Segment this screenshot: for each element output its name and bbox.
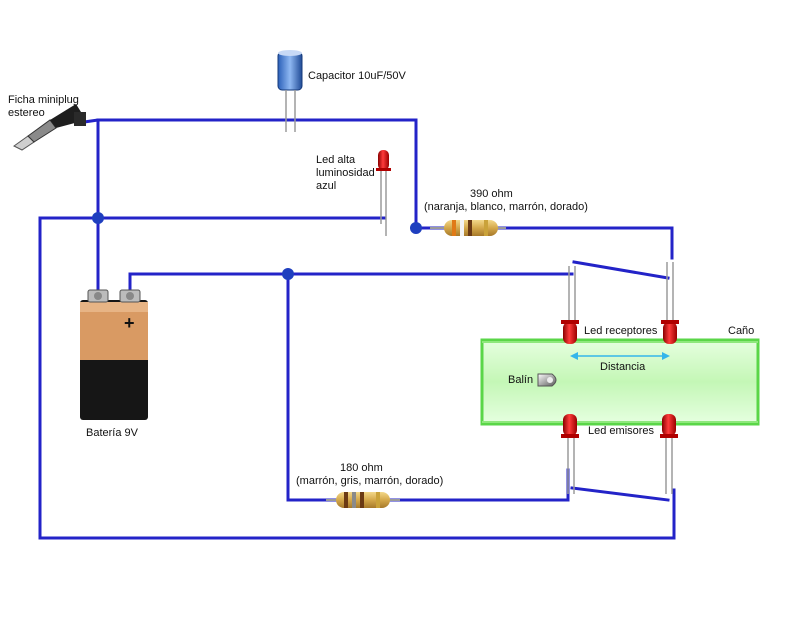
led-label-line1: Led alta (316, 154, 356, 166)
led-icon (376, 150, 391, 236)
wire-receivers-link (572, 260, 670, 280)
junction-dot (92, 212, 104, 224)
led-icon (561, 266, 579, 344)
pipe-label: Caño (728, 325, 755, 337)
junction-dot (282, 268, 294, 280)
resistor-icon (430, 220, 506, 236)
wire-outer-loop (38, 216, 676, 540)
capacitor-label: Capacitor 10uF/50V (308, 70, 406, 82)
resistor-icon (326, 492, 400, 508)
distance-arrow (570, 352, 670, 360)
receivers-label: Led receptores (584, 325, 658, 337)
miniplug-jack-icon (13, 104, 86, 151)
led-icon (561, 414, 579, 494)
wire-plug-to-capacitor (82, 118, 418, 230)
led-label-line2: luminosidad (316, 167, 375, 179)
led-icon (661, 262, 679, 344)
receiver-leds (561, 262, 679, 344)
junctions (92, 212, 422, 280)
9v-battery-icon (80, 289, 148, 420)
emitters-label: Led emisores (588, 425, 655, 437)
led-label-line3: azul (316, 180, 337, 192)
led-icon (660, 414, 678, 494)
emitter-leds (561, 414, 678, 494)
battery-plus-symbol: + (124, 313, 135, 333)
wire-battery-plus (128, 272, 574, 300)
r180-label-line1: 180 ohm (340, 462, 383, 474)
junction-dot (410, 222, 422, 234)
pipe (480, 338, 760, 426)
r180-label-line2: (marrón, gris, marrón, dorado) (296, 475, 444, 487)
plug-label-line2: estereo (8, 107, 45, 119)
ball-bearing-icon (537, 373, 557, 387)
ball-label: Balín (508, 374, 534, 386)
r390-label-line1: 390 ohm (470, 188, 513, 200)
plug-label-line1: Ficha miniplug (8, 94, 79, 106)
wire-emitters-link (570, 486, 670, 502)
distance-label: Distancia (600, 361, 646, 373)
electrolytic-capacitor-icon (277, 50, 303, 132)
r390-label-line2: (naranja, blanco, marrón, dorado) (424, 201, 588, 213)
battery-label: Batería 9V (86, 427, 138, 439)
